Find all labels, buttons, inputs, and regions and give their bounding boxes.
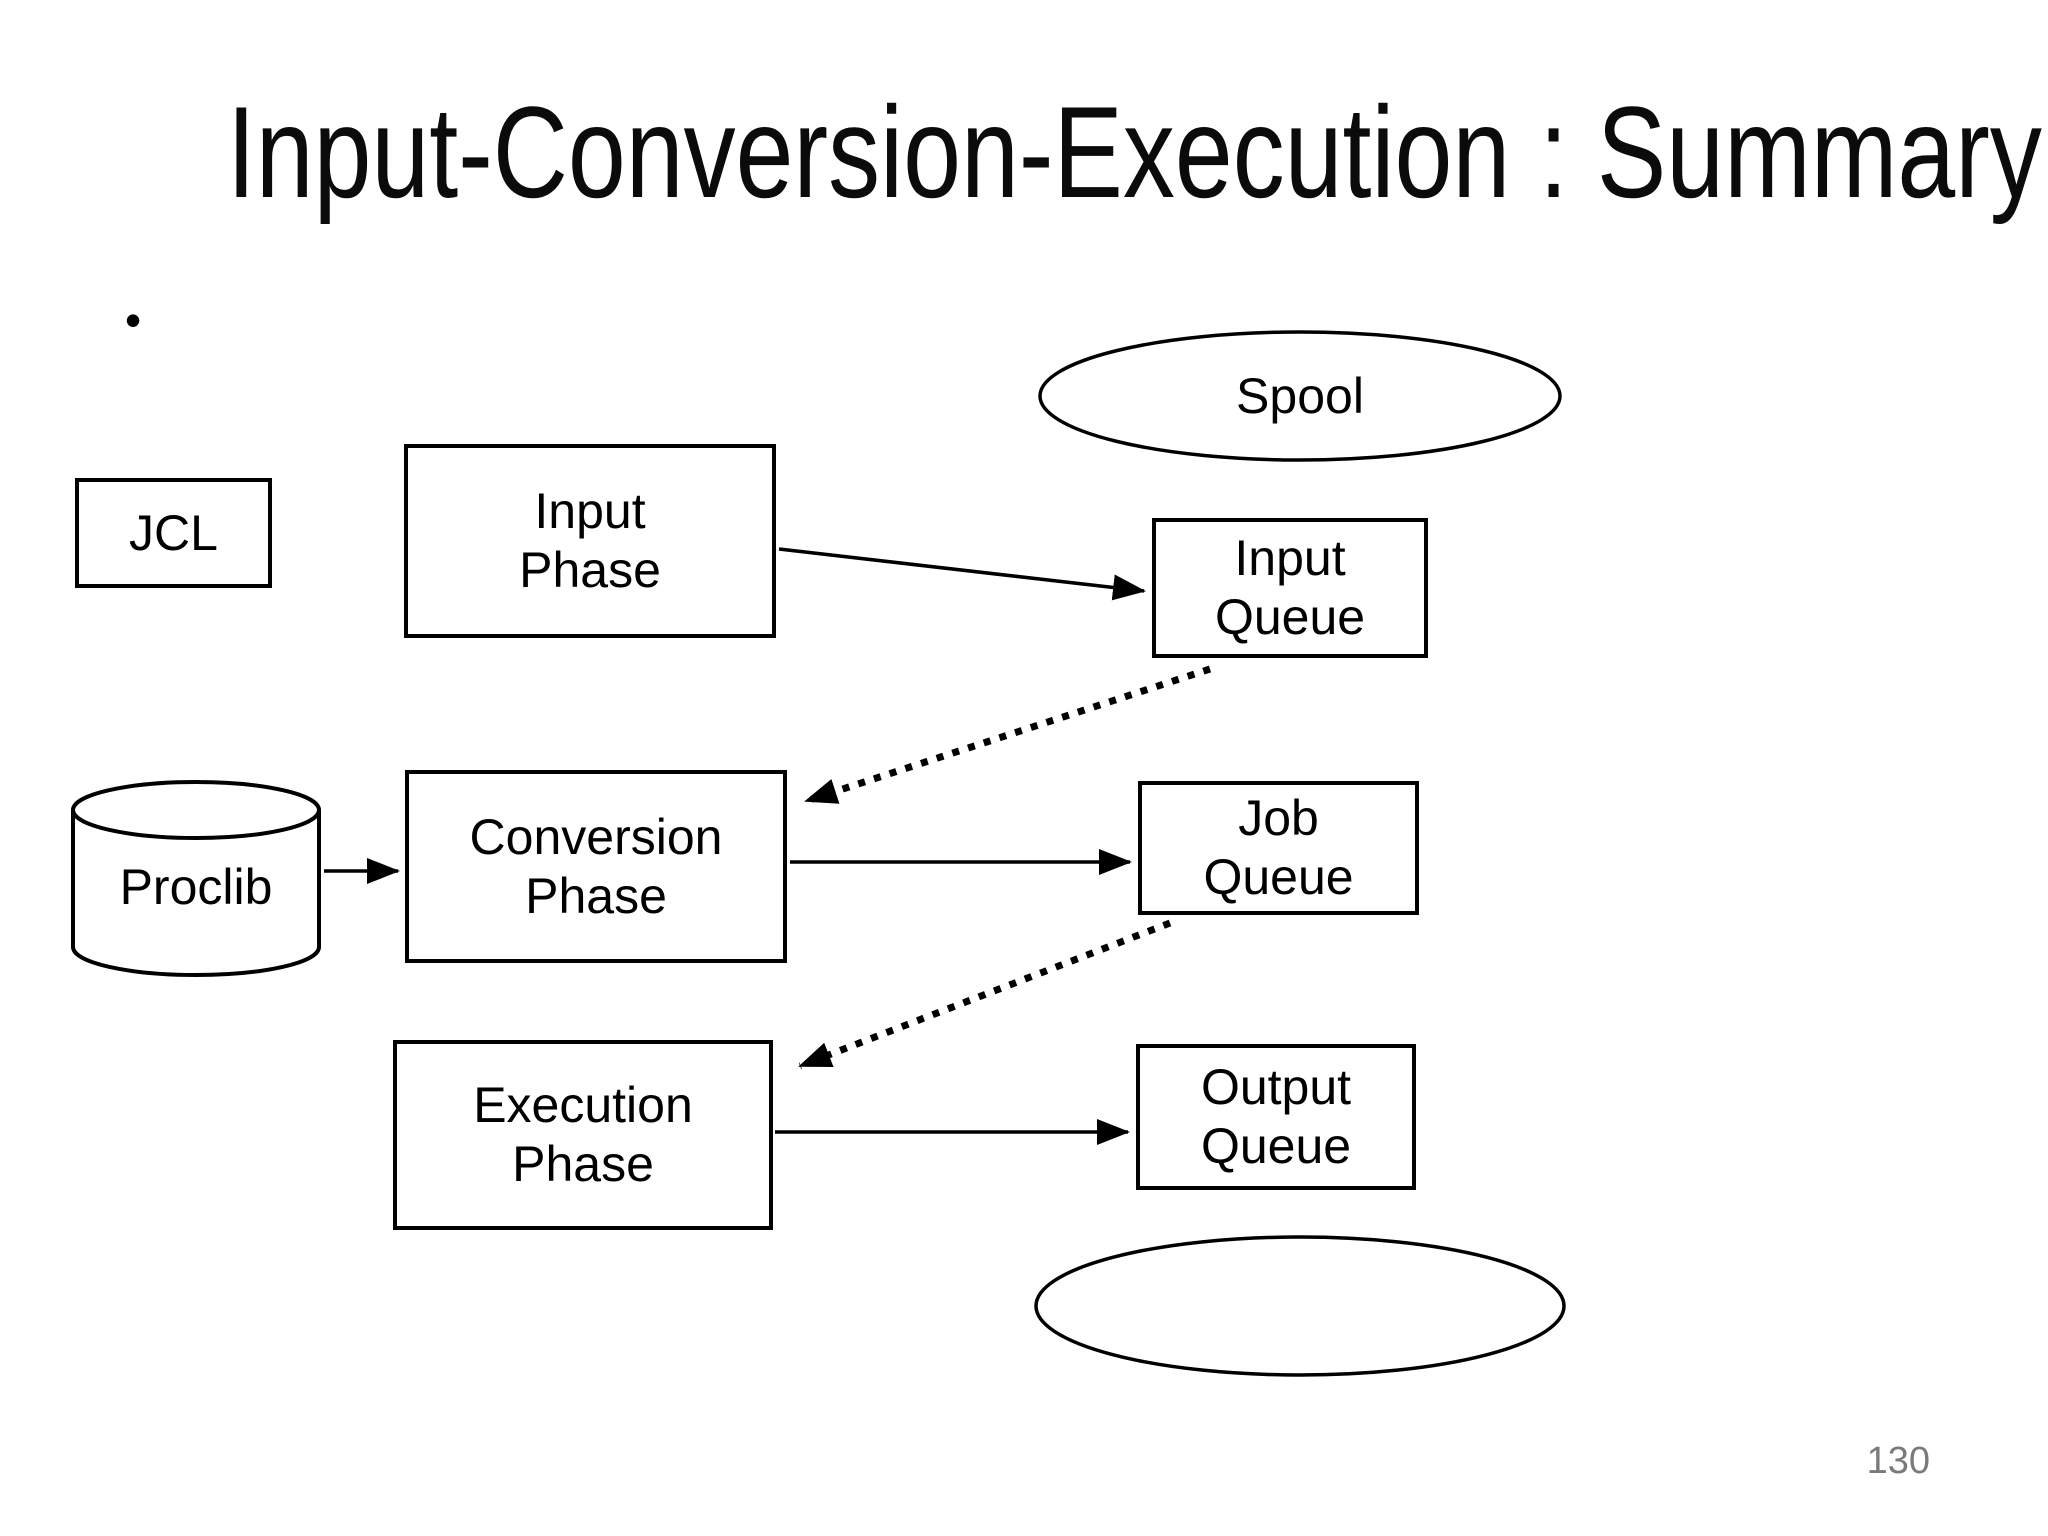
jcl-label: JCL xyxy=(129,504,218,561)
proclib-cylinder-body xyxy=(71,810,321,977)
input-queue-label-line2: Queue xyxy=(1214,589,1366,645)
execution-phase-label-line1: Execution xyxy=(473,1077,693,1133)
input-queue-label-line1: Input xyxy=(1234,530,1346,586)
arrow-input-phase-to-input-queue xyxy=(778,547,1146,601)
input-queue-box: Input Queue xyxy=(1152,518,1428,658)
arrow-input-queue-to-conversion-phase xyxy=(804,665,1212,805)
job-queue-label-line2: Queue xyxy=(1203,849,1354,905)
execution-phase-box: Execution Phase xyxy=(393,1040,773,1230)
proclib-cylinder-top xyxy=(71,780,321,840)
conversion-phase-label-line1: Conversion xyxy=(469,808,723,865)
slide-title: Input-Conversion-Execution : Summary xyxy=(0,78,2048,228)
job-queue-box: Job Queue xyxy=(1138,781,1419,915)
output-queue-label-line1: Output xyxy=(1200,1059,1352,1115)
spool-ellipse xyxy=(1038,330,1562,462)
slide-title-text: Input-Conversion-Execution : Summary xyxy=(226,79,2042,225)
execution-phase-label-line2: Phase xyxy=(512,1136,654,1192)
input-phase-box: Input Phase xyxy=(404,444,776,638)
conversion-phase-box: Conversion Phase xyxy=(405,770,787,963)
jcl-box: JCL xyxy=(75,478,272,588)
page-number: 130 xyxy=(1866,1440,1930,1482)
bullet-point: • xyxy=(125,294,142,346)
bottom-ellipse xyxy=(1034,1235,1566,1377)
input-phase-label-line2: Phase xyxy=(519,542,661,598)
output-queue-label-line2: Queue xyxy=(1200,1118,1352,1174)
job-queue-label-line1: Job xyxy=(1238,790,1319,846)
conversion-phase-label-line2: Phase xyxy=(525,867,667,924)
input-phase-label-line1: Input xyxy=(534,483,646,539)
output-queue-box: Output Queue xyxy=(1136,1044,1416,1190)
arrow-job-queue-to-execution-phase xyxy=(798,919,1172,1070)
